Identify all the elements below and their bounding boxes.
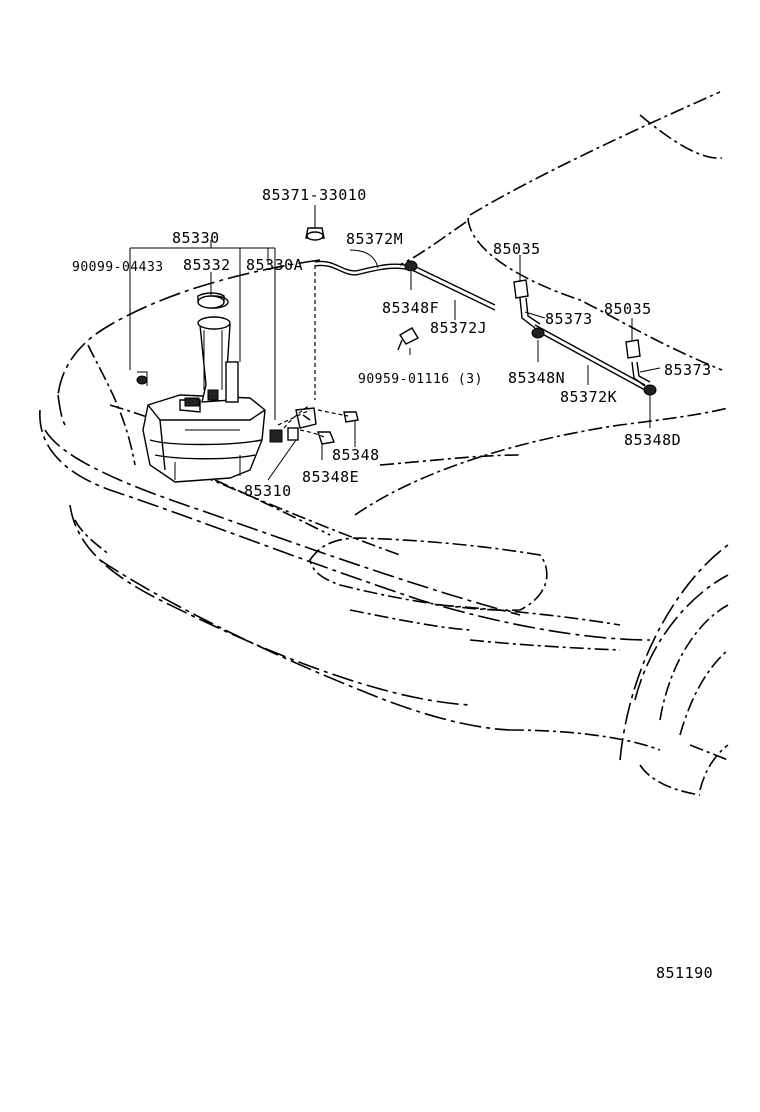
label-85373-upper: 85373 bbox=[545, 310, 593, 328]
grommet bbox=[136, 375, 148, 385]
filler-cap bbox=[197, 295, 225, 309]
label-85035-upper: 85035 bbox=[493, 240, 541, 258]
part-labels: 85371-33010 85330 85372M 90099-04433 853… bbox=[72, 186, 713, 982]
label-85372k: 85372K bbox=[560, 388, 617, 406]
label-85348n: 85348N bbox=[508, 369, 565, 387]
label-85371-33010: 85371-33010 bbox=[262, 186, 367, 204]
label-85372j: 85372J bbox=[430, 319, 487, 337]
label-85372m: 85372M bbox=[346, 230, 403, 248]
label-90099-04433: 90099-04433 bbox=[72, 260, 164, 275]
leader-lines bbox=[129, 205, 661, 481]
label-85310: 85310 bbox=[244, 482, 292, 500]
label-85348: 85348 bbox=[332, 446, 380, 464]
label-85332: 85332 bbox=[183, 256, 231, 274]
diagram-reference-number: 851190 bbox=[656, 964, 713, 982]
car-body-outline bbox=[39, 91, 729, 796]
washer-hoses bbox=[277, 260, 651, 426]
label-85348e: 85348E bbox=[302, 468, 359, 486]
label-90959-01116: 90959-01116 (3) bbox=[358, 372, 483, 387]
label-85330a: 85330A bbox=[246, 256, 303, 274]
label-85373-lower: 85373 bbox=[664, 361, 712, 379]
label-85348f: 85348F bbox=[382, 299, 439, 317]
label-85348d: 85348D bbox=[624, 431, 681, 449]
label-85035-lower: 85035 bbox=[604, 300, 652, 318]
label-85330: 85330 bbox=[172, 229, 220, 247]
washer-tank bbox=[136, 292, 266, 483]
washer-pump-parts bbox=[269, 404, 359, 445]
